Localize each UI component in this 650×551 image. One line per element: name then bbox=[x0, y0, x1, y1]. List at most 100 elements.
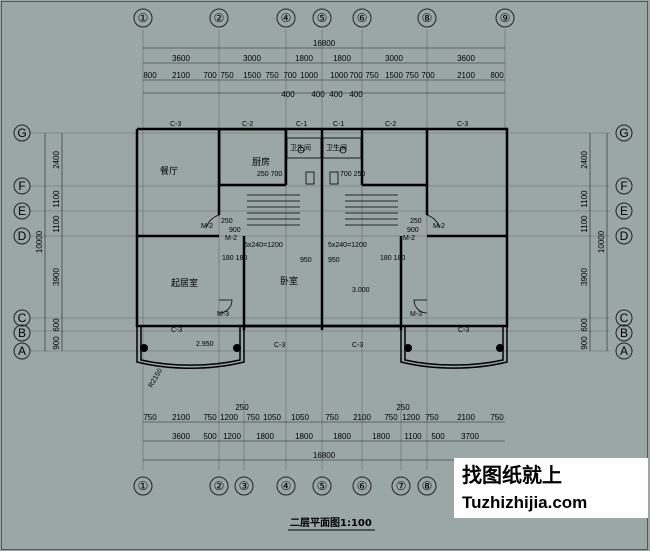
dim-right-4: 600 bbox=[580, 318, 589, 332]
watermark-box bbox=[454, 458, 648, 518]
axis-top-4: ⑤ bbox=[317, 11, 328, 25]
note-950-right: 950 bbox=[328, 257, 340, 264]
drawing-title: 二层平面图1:100 bbox=[290, 517, 372, 529]
room-toilet-left: 卫生间 bbox=[290, 143, 311, 152]
column-right bbox=[496, 344, 504, 352]
dim-top-r3-0: 400 bbox=[281, 90, 295, 99]
dim-right-2: 1100 bbox=[580, 215, 589, 233]
door-m2-right2: M-2 bbox=[403, 235, 415, 242]
dims-bottom: 750 2100 750 1200 750 1050 1050 750 2100… bbox=[143, 403, 504, 460]
room-kitchen: 厨房 bbox=[252, 156, 270, 168]
dim-top-r2-3: 750 bbox=[220, 71, 234, 80]
dim-lines-left bbox=[44, 133, 63, 351]
dim-top-r1-3: 1800 bbox=[333, 54, 351, 63]
axis-bot-5: ⑤ bbox=[317, 479, 328, 493]
door-m2-left2: M-2 bbox=[225, 235, 237, 242]
level-2950: 2.950 bbox=[196, 341, 214, 348]
watermark: 找图纸就上 Tuzhizhijia.com bbox=[454, 458, 648, 518]
dim-top-r1-4: 3000 bbox=[385, 54, 403, 63]
axis-lines bbox=[30, 30, 610, 470]
window-c3-bm1: C-3 bbox=[274, 342, 285, 349]
dim-bot-r2-7: 1100 bbox=[404, 432, 422, 441]
dim-top-r3-3: 400 bbox=[349, 90, 363, 99]
watermark-url: Tuzhizhijia.com bbox=[462, 493, 587, 512]
note-250-left: 250 bbox=[221, 218, 233, 225]
dim-top-r2-5: 750 bbox=[265, 71, 279, 80]
stairs-right bbox=[345, 194, 398, 226]
note-180-right: 180 180 bbox=[380, 255, 405, 262]
axis-bubbles-top: ① ② ④ ⑤ ⑥ ⑧ ⑨ bbox=[133, 8, 515, 28]
dim-bot-r1-5: 1050 bbox=[263, 413, 281, 422]
dim-top-r2-8: 1000 bbox=[330, 71, 348, 80]
room-living: 起居室 bbox=[171, 277, 198, 289]
window-c1-tl: C-1 bbox=[296, 121, 307, 128]
dim-top-r2-0: 800 bbox=[143, 71, 157, 80]
axis-bot-3: ③ bbox=[239, 479, 250, 493]
axis-right-a: A bbox=[620, 344, 628, 358]
note-180-left: 180 180 bbox=[222, 255, 247, 262]
wall-fills bbox=[205, 129, 441, 314]
window-c1-tr: C-1 bbox=[333, 121, 344, 128]
room-dining: 餐厅 bbox=[160, 165, 178, 177]
axis-left-a: A bbox=[18, 344, 26, 358]
axis-left-f: F bbox=[18, 179, 25, 193]
dim-bot-r2-8: 500 bbox=[431, 432, 445, 441]
room-toilet-right: 卫生间 bbox=[326, 143, 347, 152]
watermark-cn: 找图纸就上 bbox=[462, 463, 562, 487]
stair-note-right: 5x240=1200 bbox=[328, 242, 367, 249]
column-left bbox=[140, 344, 148, 352]
dim-top-r1-0: 3600 bbox=[172, 54, 190, 63]
window-labels: C-3 C-2 C-1 C-1 C-2 C-3 C-3 C-3 C-3 C-3 … bbox=[170, 121, 469, 349]
dim-lines-bottom bbox=[143, 421, 505, 461]
axis-bot-7: ⑦ bbox=[396, 479, 407, 493]
axis-right-f: F bbox=[620, 179, 627, 193]
building-walls bbox=[135, 127, 509, 330]
dim-bot-r2-1: 500 bbox=[203, 432, 217, 441]
axis-top-5: ⑥ bbox=[357, 11, 368, 25]
door-m3-left: M-3 bbox=[217, 311, 229, 318]
dim-bot-r2-6: 1800 bbox=[372, 432, 390, 441]
dim-bot-r1-11: 750 bbox=[425, 413, 439, 422]
window-c3-tl: C-3 bbox=[170, 121, 181, 128]
axis-left-b: B bbox=[18, 326, 26, 340]
dim-top-r2-12: 750 bbox=[405, 71, 419, 80]
axis-bubbles-bottom: ① ② ③ ④ ⑤ ⑥ ⑦ ⑧ bbox=[133, 476, 437, 496]
note-250-700: 250 700 bbox=[257, 171, 282, 178]
window-c3-bm2: C-3 bbox=[352, 342, 363, 349]
dim-right-5: 900 bbox=[580, 336, 589, 350]
dim-right-1: 1100 bbox=[580, 190, 589, 208]
dim-left-2: 1100 bbox=[52, 215, 61, 233]
dim-bot-r2-2: 1200 bbox=[223, 432, 241, 441]
dim-bot-r1-2: 750 bbox=[203, 413, 217, 422]
dim-left-0: 2400 bbox=[52, 151, 61, 169]
stairs-left bbox=[247, 194, 300, 226]
dim-top-r1-1: 3000 bbox=[243, 54, 261, 63]
axis-left-c: C bbox=[18, 311, 27, 325]
dim-top-total: 16800 bbox=[313, 39, 336, 48]
dim-bot-r1-6: 1050 bbox=[291, 413, 309, 422]
dims-top: 16800 3600 3000 1800 1800 3000 3600 800 … bbox=[143, 39, 504, 99]
note-250-right: 250 bbox=[410, 218, 422, 225]
axis-left-d: D bbox=[18, 229, 27, 243]
dim-right-total: 10000 bbox=[597, 230, 606, 253]
dim-right-3: 3900 bbox=[580, 268, 589, 286]
dim-top-r2-2: 700 bbox=[203, 71, 217, 80]
window-c3-bl: C-3 bbox=[171, 327, 182, 334]
window-c2-tr: C-2 bbox=[385, 121, 396, 128]
column-mid-right bbox=[404, 344, 412, 352]
room-labels: 餐厅 厨房 卫生间 卫生间 起居室 卧室 bbox=[160, 143, 347, 289]
dim-lines-right bbox=[589, 133, 608, 351]
dim-top-r3-2: 400 bbox=[329, 90, 343, 99]
axis-right-g: G bbox=[619, 126, 628, 140]
window-c3-tr: C-3 bbox=[457, 121, 468, 128]
dim-top-r2-6: 700 bbox=[283, 71, 297, 80]
stair-note-left: 5x240=1200 bbox=[244, 242, 283, 249]
dim-top-r2-1: 2100 bbox=[172, 71, 190, 80]
axis-top-6: ⑧ bbox=[422, 11, 433, 25]
dim-bot-r2-3: 1800 bbox=[256, 432, 274, 441]
dim-top-r2-4: 1500 bbox=[243, 71, 261, 80]
axis-bot-2: ② bbox=[214, 479, 225, 493]
axis-bot-4: ④ bbox=[281, 479, 292, 493]
dim-bot-r1-4: 750 bbox=[246, 413, 260, 422]
